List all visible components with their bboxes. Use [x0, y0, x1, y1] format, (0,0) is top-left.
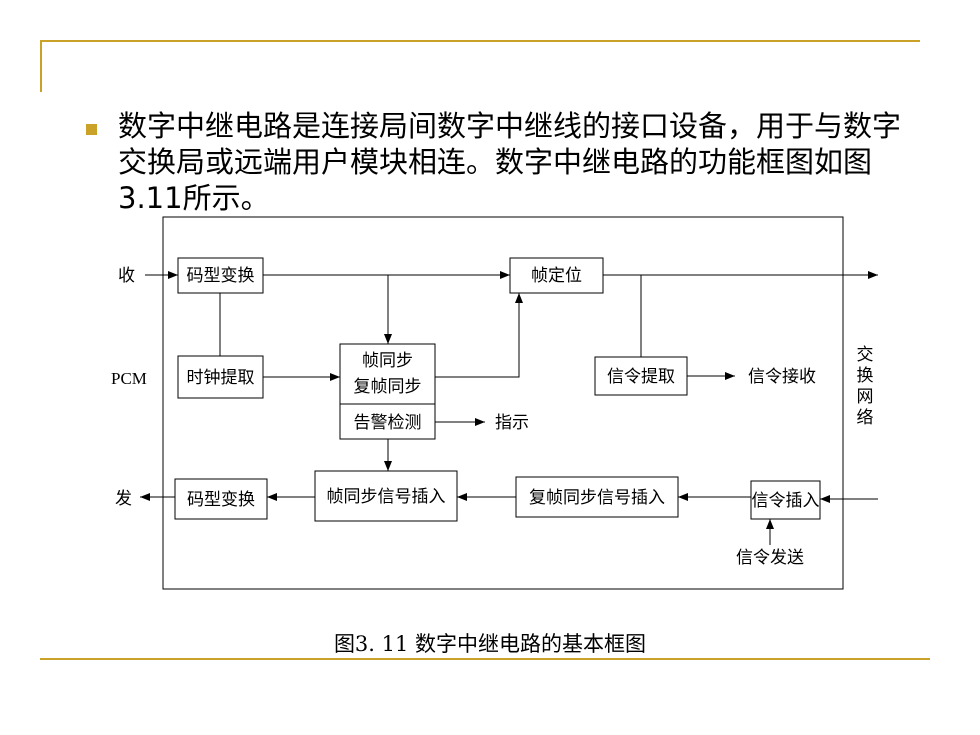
body-paragraph: 数字中继电路是连接局间数字中继线的接口设备，用于与数字 交换局或远端用户模块相连… [118, 108, 918, 216]
label-multiframe-sync: 复帧同步 [354, 377, 422, 397]
bottom-rule [40, 658, 930, 660]
label-code-convert-rx: 码型变换 [187, 266, 255, 286]
diagram-frame [162, 216, 844, 590]
label-code-convert-tx: 码型变换 [187, 490, 255, 510]
box-frame-sync [339, 343, 436, 405]
label-network-1: 交 [857, 345, 874, 365]
label-signal-insert: 信令插入 [752, 491, 820, 511]
paragraph-line-2: 交换局或远端用户模块相连。数字中继电路的功能框图如图 [118, 145, 873, 179]
label-pcm: PCM [111, 369, 147, 388]
box-frame-sync-insert [314, 470, 458, 522]
top-rule [40, 40, 920, 42]
bullet-icon [86, 124, 97, 135]
label-network-3: 网 [857, 387, 874, 407]
label-network-2: 换 [857, 366, 874, 386]
paragraph-line-1: 数字中继电路是连接局间数字中继线的接口设备，用于与数字 [118, 109, 902, 143]
left-rule [40, 40, 42, 92]
box-signal-extract [594, 356, 688, 396]
label-signal-extract: 信令提取 [607, 367, 675, 387]
arrow-sync-to-locate [435, 293, 523, 378]
figure-caption: 图3. 11 数字中继电路的基本框图 [333, 632, 647, 656]
label-clock-extract: 时钟提取 [187, 368, 255, 388]
label-receive: 收 [118, 266, 135, 286]
label-signal-receive: 信令接收 [748, 367, 816, 387]
label-alarm-detect: 告警检测 [354, 413, 422, 433]
label-frame-sync-insert: 帧同步信号插入 [327, 487, 446, 507]
box-code-convert-tx [174, 478, 268, 520]
label-frame-locate: 帧定位 [531, 266, 582, 286]
box-alarm-detect [339, 403, 436, 440]
label-network-4: 络 [857, 408, 874, 428]
label-multiframe-sync-insert: 复帧同步信号插入 [529, 488, 665, 508]
box-multiframe-sync-insert [515, 476, 679, 518]
box-clock-extract [177, 355, 264, 399]
label-signal-send: 信令发送 [736, 548, 804, 568]
label-frame-sync: 帧同步 [362, 351, 413, 371]
label-send: 发 [115, 489, 132, 509]
label-indicate: 指示 [495, 413, 529, 433]
paragraph-line-3: 3.11所示。 [118, 181, 270, 215]
box-signal-insert [750, 480, 821, 520]
